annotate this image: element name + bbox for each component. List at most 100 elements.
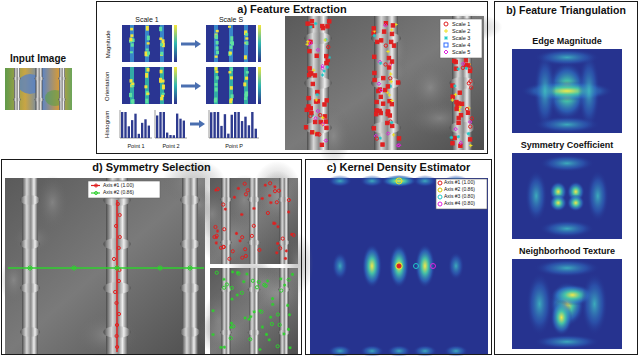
- marker-circle: [396, 178, 402, 184]
- marker-star: [211, 333, 214, 336]
- marker-circle: [396, 263, 402, 269]
- panel-box: d) Symmetry Selection: [1, 159, 302, 355]
- cylinder-bulge: [304, 77, 331, 89]
- marker-plus: [390, 99, 393, 102]
- heatmap-spot: [162, 85, 165, 90]
- marker-circle: [95, 184, 98, 187]
- marker-diamond: [461, 62, 464, 65]
- marker-circle: [438, 195, 442, 199]
- heatmap-spot: [130, 34, 133, 37]
- marker-star: [322, 69, 325, 72]
- marker-circle: [230, 286, 233, 289]
- marker-square: [306, 22, 309, 25]
- heatmap-spot: [146, 26, 149, 31]
- marker-star: [283, 284, 286, 287]
- marker-star: [261, 325, 264, 328]
- marker-circle: [252, 224, 255, 227]
- marker-circle: [469, 86, 472, 89]
- marker-diamond: [321, 64, 324, 67]
- histogram-axis: [209, 110, 259, 138]
- marker-circle: [470, 117, 473, 120]
- heatmap-blob: [587, 170, 609, 222]
- heatmap-blob: [581, 273, 607, 336]
- heatmap-spot: [146, 93, 149, 95]
- marker-star: [71, 265, 77, 271]
- marker-square: [372, 127, 375, 130]
- marker-square: [466, 111, 469, 114]
- heatmap: [512, 49, 622, 133]
- marker-square: [382, 30, 385, 33]
- photo-ground: [285, 16, 484, 150]
- marker-diamond: [384, 24, 387, 27]
- heatmap-spot: [145, 99, 148, 103]
- marker-diamond: [468, 120, 471, 123]
- heatmap-blob: [534, 335, 600, 349]
- histogram-bar: [163, 112, 165, 138]
- marker-circle: [319, 113, 322, 116]
- marker-diamond: [314, 117, 317, 120]
- marker-square: [388, 114, 391, 117]
- heatmap-band: [229, 25, 233, 62]
- marker-star: [230, 297, 233, 300]
- heatmap: [310, 178, 488, 354]
- marker-square: [308, 67, 311, 70]
- marker-square: [457, 121, 460, 124]
- heatmap-spot: [244, 97, 247, 100]
- histogram-bar: [251, 112, 253, 138]
- marker-circle: [249, 338, 252, 341]
- heatmap-spot: [131, 100, 134, 103]
- input-image: [5, 68, 72, 110]
- cylinder-bulge: [20, 283, 40, 293]
- histogram-bar: [237, 112, 239, 138]
- marker-star: [457, 67, 460, 70]
- marker-star: [211, 309, 214, 312]
- marker-square: [324, 120, 327, 123]
- heatmap-spot: [216, 41, 219, 45]
- heatmap-blob: [534, 259, 600, 277]
- heatmap-band: [244, 67, 248, 104]
- marker-square: [313, 120, 316, 123]
- colorbar: [258, 25, 261, 62]
- histogram-bar: [241, 121, 243, 138]
- marker-star: [286, 304, 289, 307]
- sub-panel: Symmetry Coefficient: [505, 140, 629, 240]
- heatmap-blob: [549, 194, 567, 211]
- marker-circle: [384, 63, 387, 66]
- marker-circle: [469, 80, 472, 83]
- marker-square: [373, 78, 376, 81]
- heatmap-blob: [362, 244, 382, 288]
- histogram-bar: [159, 112, 161, 138]
- histogram-bar: [134, 114, 136, 138]
- cylinder-bulge: [304, 32, 331, 44]
- marker-circle: [287, 198, 290, 201]
- marker-star: [285, 249, 288, 252]
- marker-square: [451, 142, 454, 145]
- legend-text: Scale 5: [452, 49, 470, 55]
- histogram-bar: [128, 126, 130, 138]
- marker-circle: [438, 181, 442, 185]
- marker-star: [265, 333, 268, 336]
- heatmap-spot: [230, 76, 233, 79]
- marker-square: [315, 54, 318, 57]
- heatmap-spot: [228, 51, 231, 56]
- symmetry-axis: [116, 200, 118, 352]
- heatmap-spot: [162, 93, 165, 95]
- heatmap-spot: [215, 56, 218, 58]
- legend-sample: [91, 185, 100, 186]
- marker-diamond: [386, 132, 389, 135]
- marker-circle: [461, 66, 464, 69]
- marker-star: [237, 187, 240, 190]
- marker-star: [279, 277, 282, 280]
- marker-diamond: [454, 127, 457, 130]
- heatmap-spot: [160, 70, 163, 74]
- cylinder-bulge: [20, 239, 40, 249]
- axis-label: Histogram: [105, 110, 112, 137]
- heatmap-spot: [215, 88, 218, 92]
- marker-square: [307, 73, 310, 76]
- marker-circle: [251, 279, 254, 282]
- marker-square: [464, 59, 467, 62]
- heatmap-blob: [389, 244, 409, 288]
- histogram-bar: [224, 114, 226, 138]
- axis-label: Point P: [225, 143, 243, 149]
